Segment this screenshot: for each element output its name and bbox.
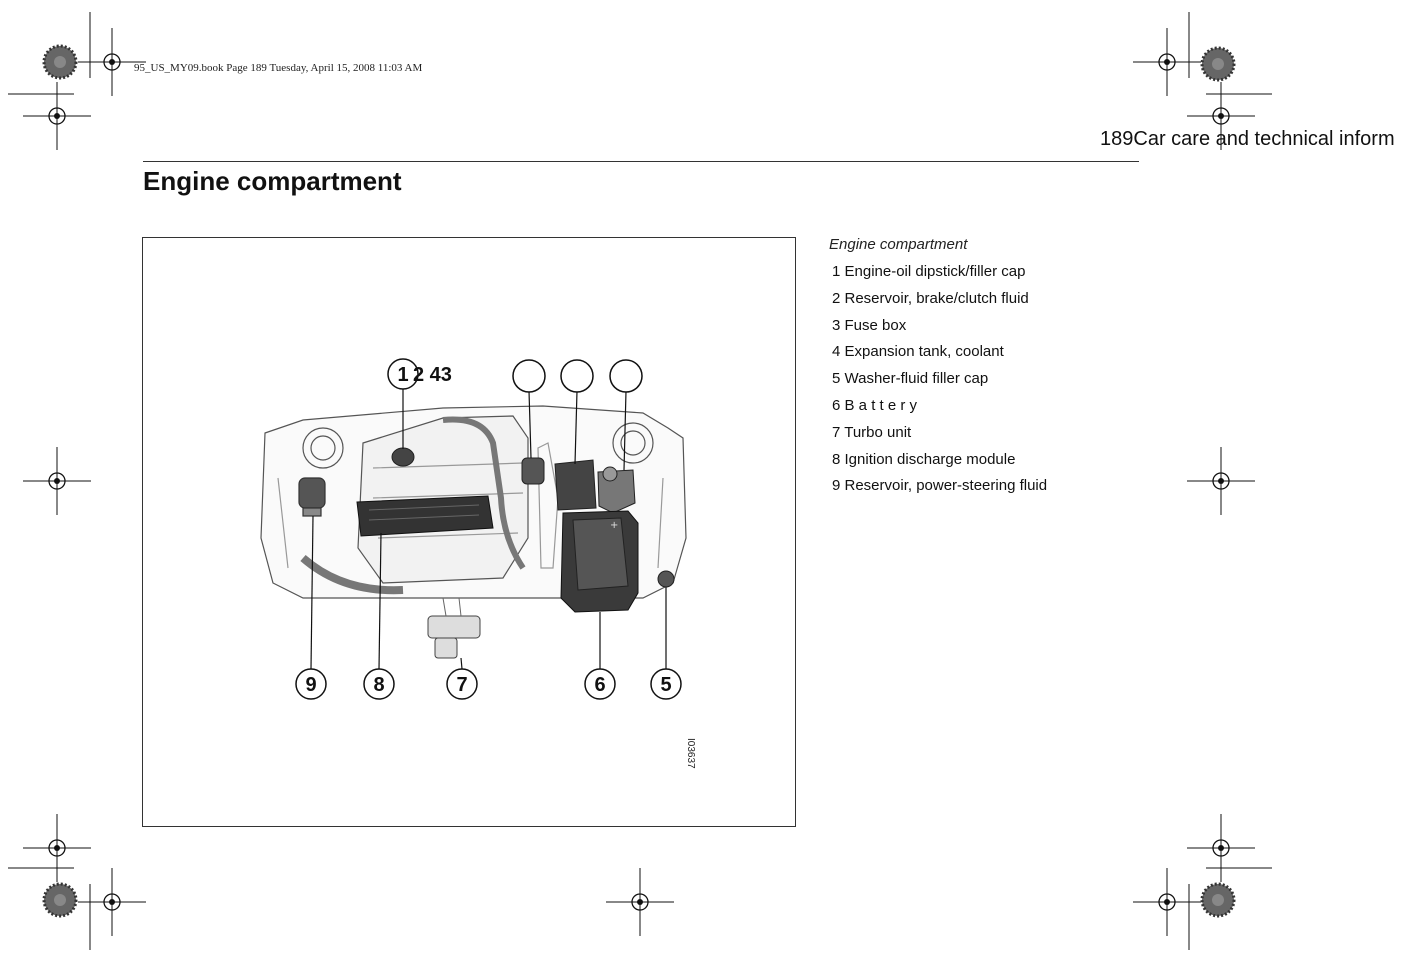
crop-mark <box>1186 446 1256 516</box>
crop-mark <box>22 813 92 883</box>
crop-mark <box>77 867 147 937</box>
callout-circle-6 <box>584 668 616 700</box>
legend-item: 1 Engine-oil dipstick/filler cap <box>832 263 1026 280</box>
header-rule <box>143 161 1139 162</box>
callout-label-5: 5 <box>660 674 671 696</box>
legend-item: 8 Ignition discharge module <box>832 450 1016 468</box>
legend-item: 5 Washer-fluid filler cap <box>832 370 989 388</box>
callout-circle-8 <box>363 668 395 700</box>
fuse-box <box>554 459 597 511</box>
page-title: Engine compartment <box>143 166 402 196</box>
callout-label-9: 9 <box>305 674 316 696</box>
callout-label-1: 1 <box>397 364 408 386</box>
page-number: 189 <box>1100 128 1134 150</box>
callout-label-2-4-3: 2 43 <box>413 364 452 386</box>
callout-circle-7 <box>446 668 478 700</box>
crop-mark <box>1186 813 1256 883</box>
callout-circle-4 <box>609 359 643 393</box>
callout-circle-2 <box>512 359 546 393</box>
color-bar-mark <box>1200 46 1236 82</box>
crop-mark <box>22 446 92 516</box>
ignition-module <box>356 495 494 537</box>
color-bar-mark <box>1200 882 1236 918</box>
crop-mark <box>605 867 675 937</box>
brake-fluid-reservoir <box>521 457 545 485</box>
battery: + <box>560 510 639 613</box>
color-bar-mark <box>42 882 78 918</box>
legend-item: 2 Reservoir, brake/clutch fluid <box>832 289 1029 307</box>
callout-circle-9 <box>295 668 327 700</box>
legend-item: 9 Reservoir, power-steering fluid <box>832 477 1048 495</box>
crop-mark <box>1132 27 1202 97</box>
book-slug: 95_US_MY09.book Page 189 Tuesday, April … <box>134 62 423 74</box>
color-bar-mark <box>42 44 78 80</box>
callout-circle-1 <box>387 358 419 390</box>
crop-mark <box>1132 867 1202 937</box>
crop-mark <box>1186 81 1256 151</box>
svg-text:+: + <box>610 520 618 531</box>
turbo-unit <box>427 597 481 659</box>
component-legend: 1 Engine-oil dipstick/filler cap 2 Reser… <box>832 262 1047 503</box>
legend-item: 3 Fuse box <box>832 316 907 334</box>
callout-label-6: 6 <box>594 674 605 696</box>
callout-circle-3 <box>560 359 594 393</box>
engine-figure: + <box>142 237 796 827</box>
callout-label-7: 7 <box>456 674 467 696</box>
engine-illustration: + <box>260 358 696 769</box>
legend-item: 7 Turbo unit <box>832 423 912 441</box>
figure-code: I03637 <box>685 738 696 769</box>
crop-mark <box>77 27 147 97</box>
legend-item: 6 B a t t e r y <box>832 396 918 414</box>
legend-item: 4 Expansion tank, coolant <box>832 343 1004 361</box>
figure-caption: Engine compartment <box>829 236 968 253</box>
running-head: 189Car care and technical inform <box>1100 128 1395 151</box>
callout-circle-5 <box>650 668 682 700</box>
crop-mark <box>22 81 92 151</box>
power-steering-reservoir <box>298 477 326 517</box>
callout-label-8: 8 <box>373 674 384 696</box>
section-title: Car care and technical inform <box>1133 128 1395 150</box>
